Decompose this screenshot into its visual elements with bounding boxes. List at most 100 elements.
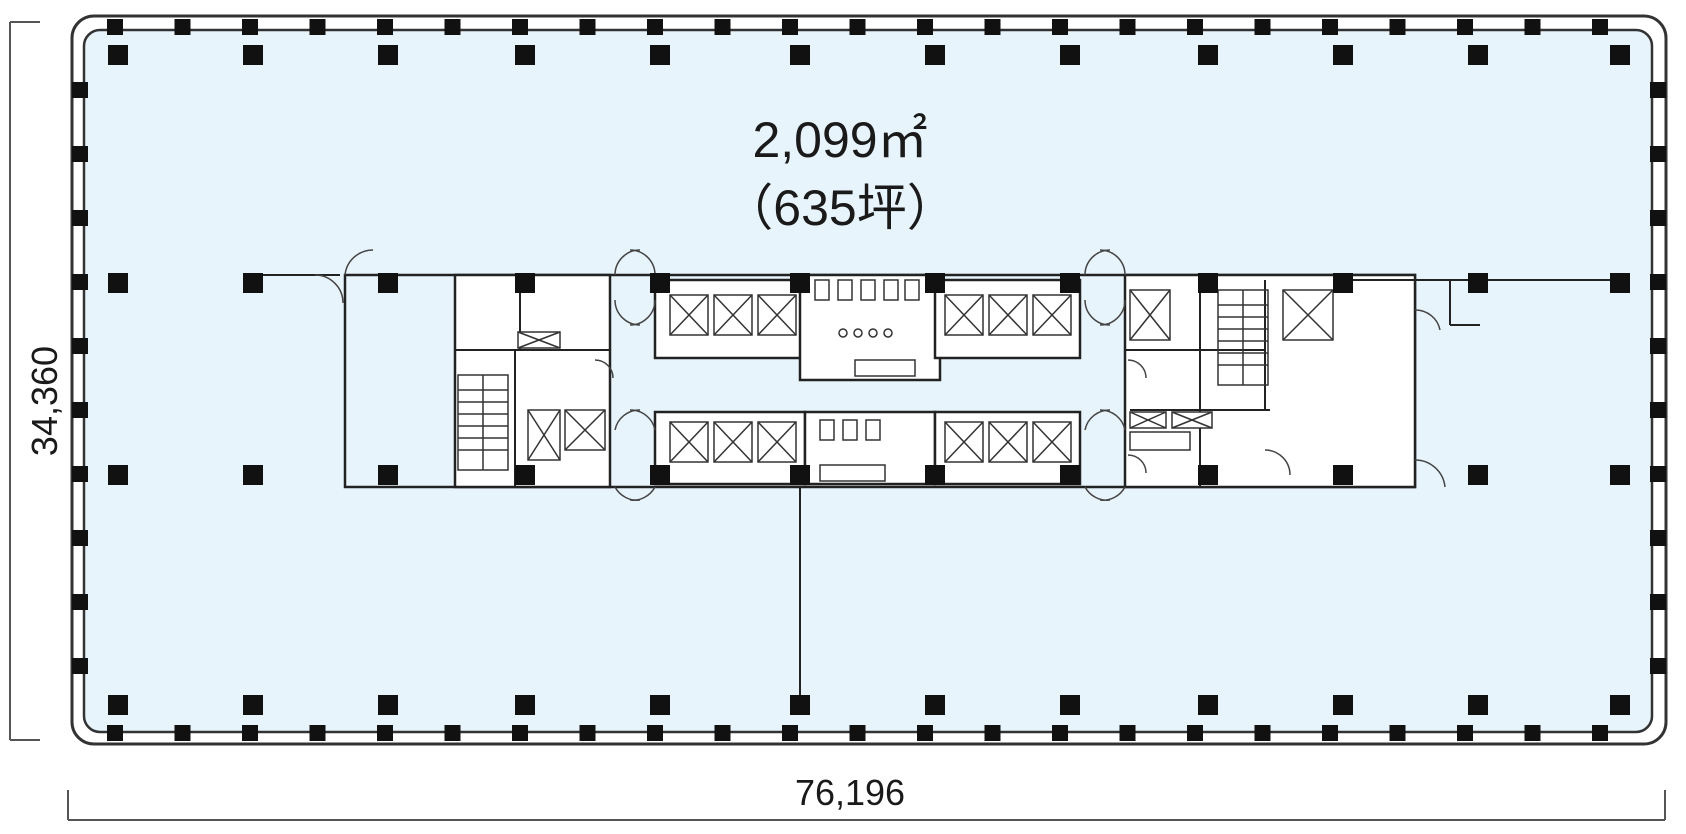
column-icon [647, 725, 663, 741]
column-icon [72, 338, 88, 354]
column-icon [1187, 19, 1203, 35]
column-icon [1468, 465, 1488, 485]
column-icon [1650, 530, 1666, 546]
column-icon [1468, 695, 1488, 715]
column-icon [1333, 273, 1353, 293]
column-icon [1060, 273, 1080, 293]
column-icon [72, 19, 1666, 741]
height-dimension-line [9, 21, 40, 741]
column-icon [1052, 19, 1068, 35]
column-icon [1254, 725, 1271, 741]
column-icon [984, 19, 1001, 35]
column-icon [579, 19, 596, 35]
stair-icon [457, 289, 1269, 471]
column-icon [515, 273, 535, 293]
column-icon [1187, 725, 1203, 741]
outer-wall [70, 14, 1668, 746]
column-icon [108, 695, 128, 715]
column-icon [72, 274, 88, 290]
column-icon [107, 725, 123, 741]
column-icon [1610, 695, 1630, 715]
column-icon [917, 19, 933, 35]
column-icon [1592, 725, 1608, 741]
column-icon [1322, 19, 1338, 35]
column-icon [1198, 465, 1218, 485]
column-icon [579, 725, 596, 741]
column-icon [309, 19, 326, 35]
column-icon [1052, 725, 1068, 741]
column-icon [72, 402, 88, 418]
width-dimension-line [67, 790, 1666, 821]
column-icon [378, 695, 398, 715]
column-icon [1322, 725, 1338, 741]
height-dimension-label: 34,360 [24, 345, 65, 457]
column-icon [782, 725, 798, 741]
column-icon [72, 82, 88, 98]
column-icon [1610, 465, 1630, 485]
column-icon [650, 273, 670, 293]
core [343, 273, 1417, 489]
column-icon [1468, 273, 1488, 293]
column-icon [72, 146, 88, 162]
column-icon [714, 19, 731, 35]
column-icon [1198, 695, 1218, 715]
column-icon [790, 465, 810, 485]
column-icon [1650, 82, 1666, 98]
column-icon [512, 725, 528, 741]
column-icon [243, 45, 263, 65]
column-icon [108, 45, 128, 65]
column-icon [444, 725, 461, 741]
column-icon [108, 465, 128, 485]
column-icon [72, 466, 88, 482]
column-icon [72, 210, 88, 226]
column-icon [1524, 725, 1541, 741]
column-icon [1333, 45, 1353, 65]
column-icon [1650, 466, 1666, 482]
column-icon [917, 725, 933, 741]
column-icon [243, 273, 263, 293]
column-icon [1610, 273, 1630, 293]
column-icon [925, 45, 945, 65]
column-icon [243, 465, 263, 485]
column-icon [515, 465, 535, 485]
column-icon [1060, 45, 1080, 65]
door-swing-icon [314, 249, 1446, 501]
column-icon [1610, 45, 1630, 65]
column-icon [1650, 210, 1666, 226]
column-icon [1650, 594, 1666, 610]
column-icon [650, 695, 670, 715]
column-icon [72, 658, 88, 674]
column-icon [1650, 274, 1666, 290]
column-icon [790, 45, 810, 65]
column-icon [378, 465, 398, 485]
column-icon [1119, 725, 1136, 741]
column-icon [512, 19, 528, 35]
column-icon [309, 725, 326, 741]
column-icon [1650, 658, 1666, 674]
column-icon [1333, 465, 1353, 485]
column-icon [515, 695, 535, 715]
floor-area-m2: 2,099㎡ [752, 112, 928, 168]
column-icon [650, 465, 670, 485]
column-icon [377, 19, 393, 35]
column-icon [1468, 45, 1488, 65]
floor-area-tsubo: （635坪） [723, 180, 957, 236]
core-partitions [260, 274, 1610, 700]
column-icon [1060, 695, 1080, 715]
column-icon [1650, 146, 1666, 162]
column-icon [242, 725, 258, 741]
column-icon [1389, 725, 1406, 741]
width-dimension-label: 76,196 [794, 772, 906, 813]
column-icon [377, 725, 393, 741]
column-icon [925, 465, 945, 485]
column-icon [714, 725, 731, 741]
column-icon [1198, 45, 1218, 65]
column-icon [1254, 19, 1271, 35]
column-icon [1333, 695, 1353, 715]
column-icon [1457, 725, 1473, 741]
elevator-icon [517, 289, 1334, 463]
column-icon [72, 594, 88, 610]
column-icon [378, 45, 398, 65]
column-icon [984, 725, 1001, 741]
